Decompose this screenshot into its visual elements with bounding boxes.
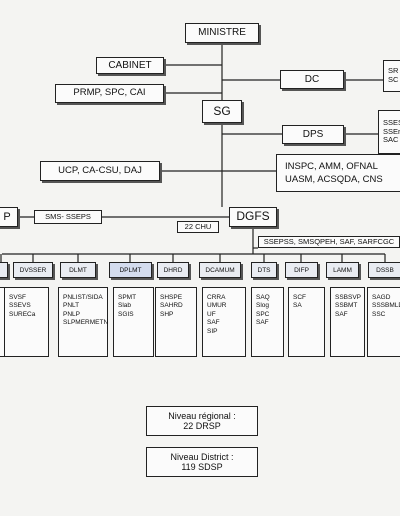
insp-box: INSPC, AMM, OFNAL UASM, ACSQDA, CNS bbox=[276, 154, 400, 192]
dc-right-label: SR SC bbox=[388, 66, 399, 84]
dc-label: DC bbox=[304, 73, 320, 85]
dc-box: DC bbox=[280, 70, 344, 89]
district-line1: Niveau District : bbox=[170, 451, 234, 462]
dept-header-label: DVSSER bbox=[19, 266, 47, 274]
dept-service: SPMT bbox=[118, 294, 137, 301]
dept-service: SIP bbox=[207, 327, 218, 335]
sg-box: SG bbox=[202, 100, 242, 123]
dept-header-label: DLMT bbox=[69, 266, 87, 274]
ministre-box: MINISTRE bbox=[185, 23, 259, 43]
dept-header-0 bbox=[0, 262, 8, 278]
dept-header-2: DLMT bbox=[60, 262, 96, 278]
sg-label: SG bbox=[213, 103, 231, 118]
dps-label: DPS bbox=[302, 128, 324, 140]
dept-service: SURECa bbox=[9, 310, 36, 318]
dept-service: SGIS bbox=[118, 310, 134, 318]
dept-header-7: DIFP bbox=[285, 262, 318, 278]
cabinet-box: CABINET bbox=[96, 57, 164, 74]
dept-header-8: LAMM bbox=[326, 262, 359, 278]
dept-service: SAF bbox=[335, 310, 348, 318]
sseps-label: SSEPSS, SMSQPEH, SAF, SARFCGC bbox=[263, 236, 395, 246]
dept-service: PNLP bbox=[63, 310, 80, 318]
dept-header-9: DSSB bbox=[368, 262, 400, 278]
dept-header-label: DCAMUM bbox=[205, 266, 235, 274]
chu-box: 22 CHU bbox=[177, 221, 219, 233]
dept-header-label: DTS bbox=[257, 266, 271, 274]
dept-service: SPC bbox=[256, 310, 270, 318]
dept-header-5: DCAMUM bbox=[199, 262, 241, 278]
district-line2: 119 SDSP bbox=[181, 462, 223, 472]
dept-header-label: DPLMT bbox=[119, 266, 142, 274]
dept-header-label: DSSB bbox=[376, 266, 394, 274]
prmp-label: PRMP, SPC, CAI bbox=[73, 87, 146, 99]
sseps-box: SSEPSS, SMSQPEH, SAF, SARFCGC bbox=[258, 236, 400, 248]
dept-service: Slab bbox=[118, 302, 132, 310]
regional-line2: 22 DRSP bbox=[183, 421, 221, 431]
dept-service: SLPMERMETN bbox=[63, 319, 109, 327]
dept-service: SVSF bbox=[9, 294, 26, 301]
dept-service: UMUR bbox=[207, 302, 227, 310]
p-label: P bbox=[3, 210, 11, 223]
dgfs-box: DGFS bbox=[229, 207, 277, 227]
dept-service: CRRA bbox=[207, 294, 226, 301]
dept-service: SSSBMLD bbox=[372, 302, 400, 310]
cabinet-label: CABINET bbox=[108, 59, 152, 71]
dept-header-6: DTS bbox=[251, 262, 277, 278]
ministre-label: MINISTRE bbox=[198, 27, 246, 39]
chu-label: 22 CHU bbox=[184, 221, 212, 231]
sms-box: SMS- SSEPS bbox=[34, 210, 102, 224]
dept-header-4: DHRD bbox=[157, 262, 189, 278]
dps-box: DPS bbox=[282, 125, 344, 144]
dept-header-1: DVSSER bbox=[13, 262, 53, 278]
dept-header-label: LAMM bbox=[333, 266, 352, 274]
dept-service: SSBSVP bbox=[335, 294, 362, 301]
dept-service: SSC bbox=[372, 310, 386, 318]
dept-service: SAF bbox=[207, 319, 220, 327]
ucp-label: UCP, CA-CSU, DAJ bbox=[58, 164, 142, 176]
dept-header-label: DHRD bbox=[163, 266, 183, 274]
district-box: Niveau District : 119 SDSP bbox=[146, 447, 258, 477]
dept-service: SA bbox=[293, 302, 302, 310]
dept-service: SSEVS bbox=[9, 302, 31, 310]
regional-line1: Niveau régional : bbox=[168, 410, 236, 421]
dept-service: SAF bbox=[256, 319, 269, 327]
dept-service: SHSPE bbox=[160, 294, 183, 301]
dept-service: UF bbox=[207, 310, 216, 318]
dept-service: SAQ bbox=[256, 294, 270, 301]
ucp-box: UCP, CA-CSU, DAJ bbox=[40, 161, 160, 181]
dept-service: SHP bbox=[160, 310, 174, 318]
prmp-box: PRMP, SPC, CAI bbox=[55, 84, 164, 103]
dgfs-label: DGFS bbox=[236, 209, 270, 224]
dc-right-box: SR SC bbox=[383, 60, 400, 92]
dept-service: SCF bbox=[293, 294, 306, 301]
insp-label: INSPC, AMM, OFNAL UASM, ACSQDA, CNS bbox=[285, 161, 383, 185]
dept-header-label: DIFP bbox=[294, 266, 309, 274]
dept-service: SAGD bbox=[372, 294, 391, 301]
dept-service: PNLT bbox=[63, 302, 80, 310]
dept-service: SAHRD bbox=[160, 302, 183, 310]
dept-service: SSBMT bbox=[335, 302, 358, 310]
sms-label: SMS- SSEPS bbox=[45, 211, 91, 221]
dept-service: Slog bbox=[256, 302, 270, 310]
dept-header-3: DPLMT bbox=[109, 262, 152, 278]
dept-service: PNLIST/SIDA bbox=[63, 294, 103, 301]
p-box: P bbox=[0, 207, 18, 227]
regional-box: Niveau régional : 22 DRSP bbox=[146, 406, 258, 436]
